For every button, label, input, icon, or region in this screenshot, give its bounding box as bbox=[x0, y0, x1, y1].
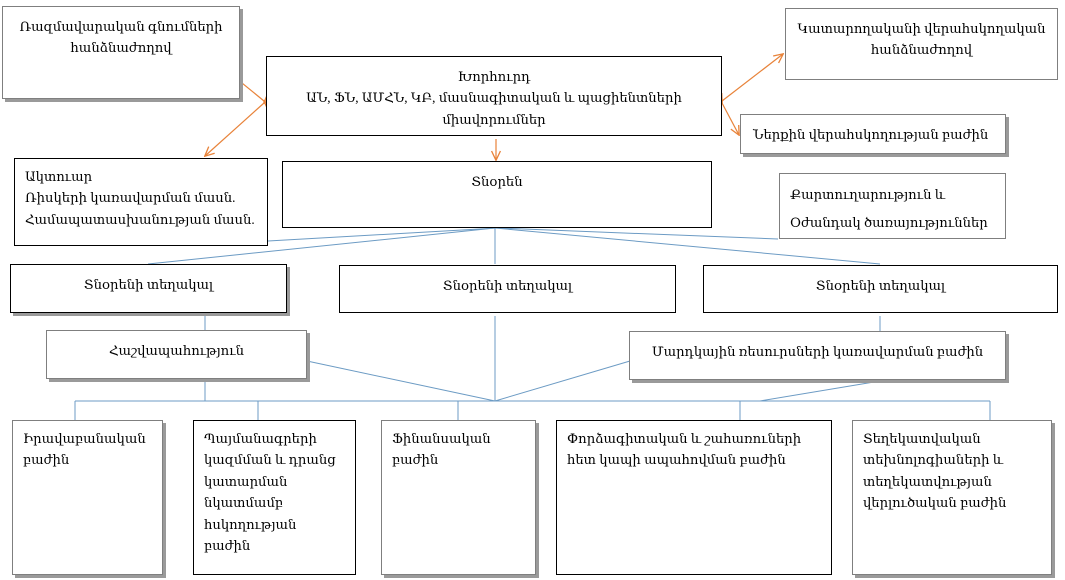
node-label: Կատարողականի վերահսկողական հանձնաժողով bbox=[797, 21, 1046, 58]
node-label: Փորձագիտական և շահառուների հետ կապի ապահ… bbox=[567, 431, 802, 468]
node-finance-division[interactable]: Ֆինանսական բաժին bbox=[381, 420, 536, 575]
node-label-line2: ԱՆ, ՖՆ, ԱՄՀՆ, ԿԲ, մասնագիտական և պացիենտ… bbox=[306, 90, 682, 127]
node-it-division[interactable]: Տեղեկատվական տեխնոլոգիաների և տեղեկատվու… bbox=[852, 420, 1052, 575]
node-label: Տեղեկատվական տեխնոլոգիաների և տեղեկատվու… bbox=[863, 431, 1007, 511]
node-label: Ներքին վերահսկողության բաժին bbox=[753, 127, 989, 142]
node-legal-division[interactable]: Իրավաբանական բաժին bbox=[12, 420, 163, 575]
node-deputy-director-3[interactable]: Տնօրենի տեղակալ bbox=[703, 265, 1058, 313]
node-director[interactable]: Տնօրեն bbox=[282, 161, 712, 228]
node-label: Տնօրենի տեղակալ bbox=[442, 278, 573, 293]
node-deputy-director-2[interactable]: Տնօրենի տեղակալ bbox=[339, 265, 676, 313]
node-label-line2: Ռիսկերի կառավարման մասն. bbox=[25, 190, 236, 206]
node-label-line2: Օժանդակ ծառայություններ bbox=[790, 214, 988, 230]
node-label: Ֆինանսական բաժին bbox=[392, 431, 491, 468]
node-label: Տնօրեն bbox=[471, 174, 523, 189]
node-label-line1: Ակտուար bbox=[25, 169, 93, 184]
node-label: Տնօրենի տեղակալ bbox=[83, 277, 214, 292]
node-label: Մարդկային ռեսուրսների կառավարման բաժին bbox=[651, 344, 984, 359]
node-label: Հաշվապահություն bbox=[109, 343, 244, 358]
node-label-line3: Համապատասխանության մասն. bbox=[25, 211, 255, 227]
node-expertise-division[interactable]: Փորձագիտական և շահառուների հետ կապի ապահ… bbox=[556, 420, 832, 575]
node-accounting[interactable]: Հաշվապահություն bbox=[46, 330, 307, 379]
node-performance-audit-committee[interactable]: Կատարողականի վերահսկողական հանձնաժողով bbox=[785, 8, 1058, 80]
node-council[interactable]: Խորհուրդ ԱՆ, ՖՆ, ԱՄՀՆ, ԿԲ, մասնագիտական … bbox=[266, 56, 722, 136]
node-hr-division[interactable]: Մարդկային ռեսուրսների կառավարման բաժին bbox=[629, 331, 1006, 380]
node-actuary[interactable]: Ակտուար Ռիսկերի կառավարման մասն. Համապատ… bbox=[14, 158, 268, 246]
node-label: Տնօրենի տեղակալ bbox=[815, 278, 946, 293]
node-label-line1: Քարտուղարություն և bbox=[790, 187, 946, 202]
node-label-line1: Խորհուրդ bbox=[457, 69, 531, 84]
node-label: Պայմանագրերի կազմման և դրանց կատարման նկ… bbox=[204, 431, 336, 553]
node-contracts-division[interactable]: Պայմանագրերի կազմման և դրանց կատարման նկ… bbox=[193, 420, 356, 575]
node-label: Ռազմավարական գնումների հանձնաժողով bbox=[19, 19, 223, 56]
node-deputy-director-1[interactable]: Տնօրենի տեղակալ bbox=[10, 264, 287, 313]
node-internal-audit-division[interactable]: Ներքին վերահսկողության բաժին bbox=[740, 114, 1006, 154]
node-secretariat[interactable]: Քարտուղարություն և Օժանդակ ծառայությունն… bbox=[779, 173, 1006, 239]
node-strategic-procurement-committee[interactable]: Ռազմավարական գնումների հանձնաժողով bbox=[2, 6, 240, 99]
node-label: Իրավաբանական բաժին bbox=[23, 431, 146, 468]
